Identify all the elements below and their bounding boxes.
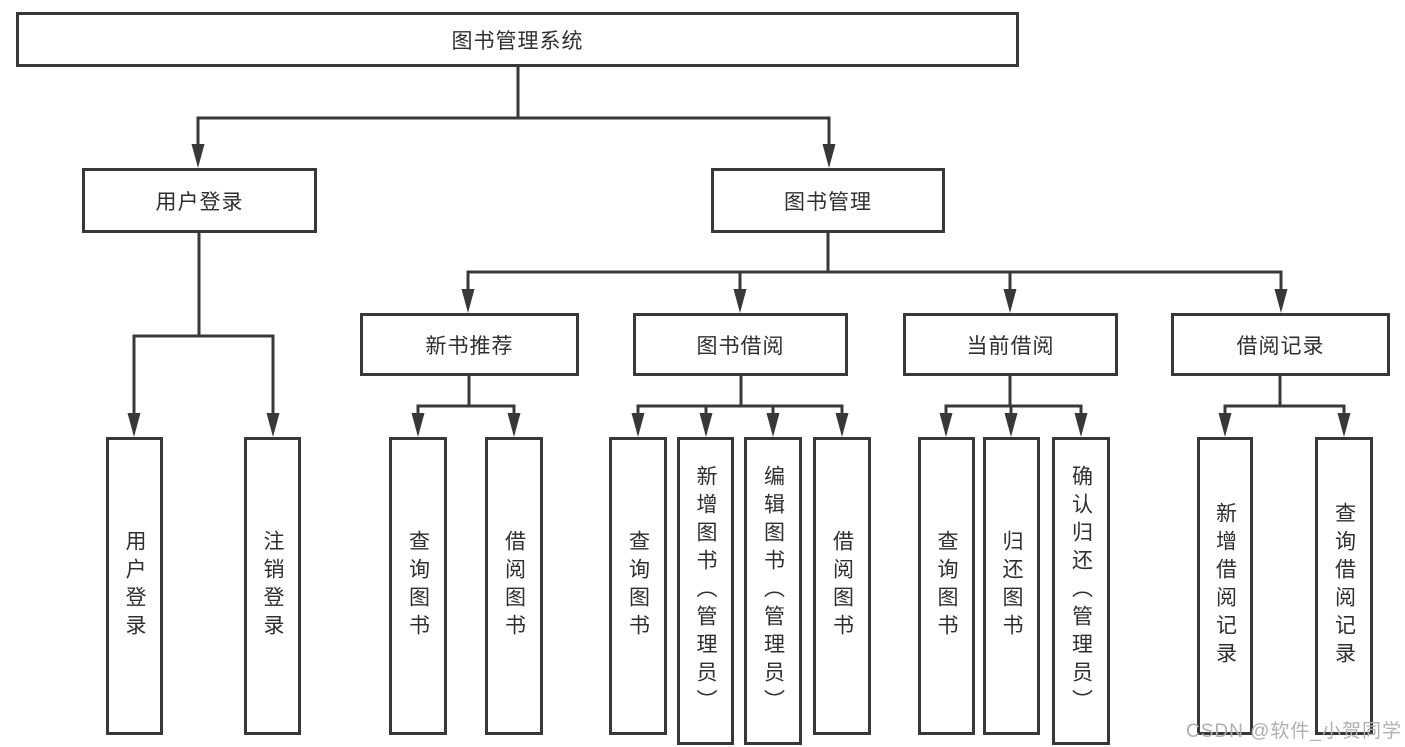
leaf-records-add-record: 新增借阅记录 <box>1197 437 1253 735</box>
arrowheads <box>127 144 1351 437</box>
arrowhead-icon <box>733 289 747 313</box>
node-new-book-recommend-label: 新书推荐 <box>425 334 514 358</box>
node-borrow-records-label: 借阅记录 <box>1236 334 1325 358</box>
leaf-logout: 注销登录 <box>244 437 301 735</box>
node-book-borrow-label: 图书借阅 <box>696 334 785 358</box>
node-current-borrow-label: 当前借阅 <box>966 334 1055 358</box>
arrowhead-icon <box>1218 413 1232 437</box>
connector-lines <box>132 65 1346 417</box>
leaf-borrow-edit-books-admin: 编辑图书（管理员） <box>744 437 802 745</box>
node-borrow-records: 借阅记录 <box>1171 313 1390 376</box>
arrowhead-icon <box>266 413 280 437</box>
leaf-borrow-query-books: 查询图书 <box>609 437 667 735</box>
leaf-user-login: 用户登录 <box>106 437 163 735</box>
node-user-login-label: 用户登录 <box>155 190 244 214</box>
leaf-records-query-record: 查询借阅记录 <box>1315 437 1373 735</box>
node-book-management: 图书管理 <box>711 168 945 233</box>
leaf-records-query-record-label: 查询借阅记录 <box>1332 502 1356 670</box>
leaf-current-confirm-return-admin: 确认归还（管理员） <box>1052 437 1110 745</box>
arrowhead-icon <box>631 413 645 437</box>
node-book-management-label: 图书管理 <box>784 190 872 214</box>
node-root: 图书管理系统 <box>16 12 1019 67</box>
node-current-borrow: 当前借阅 <box>903 313 1118 376</box>
arrowhead-icon <box>1337 413 1351 437</box>
arrowhead-icon <box>127 413 141 437</box>
node-root-label: 图书管理系统 <box>451 29 584 53</box>
arrowhead-icon <box>1003 289 1017 313</box>
arrowhead-icon <box>507 413 521 437</box>
leaf-user-login-label: 用户登录 <box>123 530 146 642</box>
arrowhead-icon <box>939 413 953 437</box>
leaf-borrow-add-books-admin: 新增图书（管理员） <box>677 437 734 745</box>
arrowhead-icon <box>699 413 713 437</box>
leaf-current-confirm-return-admin-label: 确认归还（管理员） <box>1069 465 1093 717</box>
node-new-book-recommend: 新书推荐 <box>360 313 579 376</box>
leaf-current-query-books: 查询图书 <box>918 437 975 735</box>
csdn-watermark: CSDN @软件_小贺同学 <box>1186 721 1402 742</box>
arrowhead-icon <box>1074 413 1088 437</box>
node-user-login: 用户登录 <box>82 168 317 233</box>
leaf-recommend-borrow-books: 借阅图书 <box>485 437 543 735</box>
leaf-current-return-books-label: 归还图书 <box>1000 530 1023 642</box>
leaf-current-return-books: 归还图书 <box>983 437 1040 735</box>
leaf-borrow-borrow-books-label: 借阅图书 <box>830 530 854 642</box>
leaf-logout-label: 注销登录 <box>261 530 284 642</box>
leaf-borrow-edit-books-admin-label: 编辑图书（管理员） <box>761 465 785 717</box>
arrowhead-icon <box>766 413 780 437</box>
leaf-recommend-borrow-books-label: 借阅图书 <box>502 530 526 642</box>
node-book-borrow: 图书借阅 <box>633 313 848 376</box>
leaf-borrow-borrow-books: 借阅图书 <box>813 437 871 735</box>
leaf-recommend-query-books-label: 查询图书 <box>406 530 430 642</box>
arrowhead-icon <box>411 413 425 437</box>
leaf-current-query-books-label: 查询图书 <box>935 530 958 642</box>
arrowhead-icon <box>461 289 475 313</box>
leaf-records-add-record-label: 新增借阅记录 <box>1213 502 1237 670</box>
arrowhead-icon <box>191 144 205 168</box>
leaf-borrow-add-books-admin-label: 新增图书（管理员） <box>694 465 717 717</box>
leaf-recommend-query-books: 查询图书 <box>389 437 447 735</box>
arrowhead-icon <box>822 144 836 168</box>
arrowhead-icon <box>1004 413 1018 437</box>
arrowhead-icon <box>835 413 849 437</box>
arrowhead-icon <box>1274 289 1288 313</box>
leaf-borrow-query-books-label: 查询图书 <box>626 530 650 642</box>
